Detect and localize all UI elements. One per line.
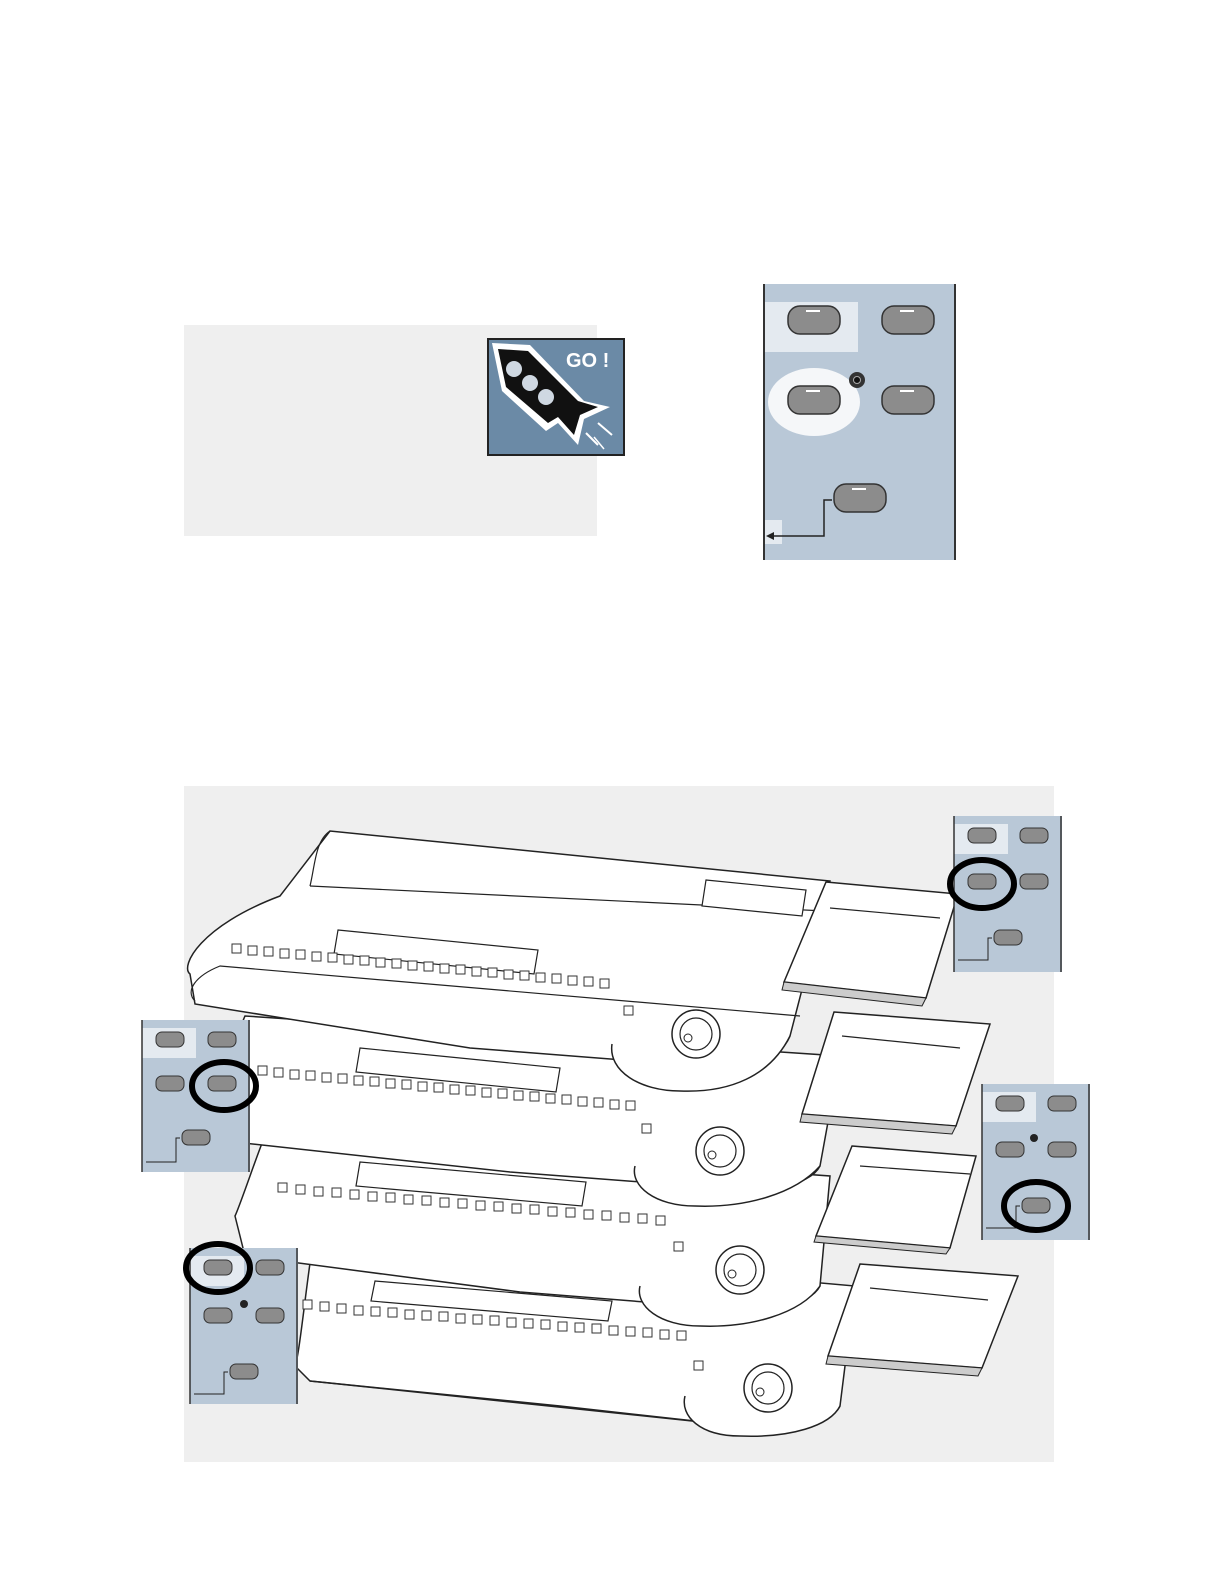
- nav-button-middle-left[interactable]: [788, 386, 840, 414]
- mini-nav-panel-1: [950, 816, 1062, 972]
- nav-button-middle-right[interactable]: [882, 386, 934, 414]
- nav-button-top-right[interactable]: [882, 306, 934, 334]
- led-indicator-icon: [849, 372, 865, 388]
- console-stack-illustration: [140, 786, 1100, 1466]
- nav-button-top-left[interactable]: [788, 306, 840, 334]
- go-label: GO !: [566, 350, 609, 372]
- nav-panel-large: [762, 284, 958, 562]
- nav-button-bottom[interactable]: [834, 484, 886, 512]
- go-badge: GO !: [486, 337, 626, 457]
- mini-nav-panel-3: [982, 1084, 1090, 1240]
- mini-nav-panel-4: [186, 1244, 298, 1404]
- mini-nav-panel-2: [142, 1020, 256, 1172]
